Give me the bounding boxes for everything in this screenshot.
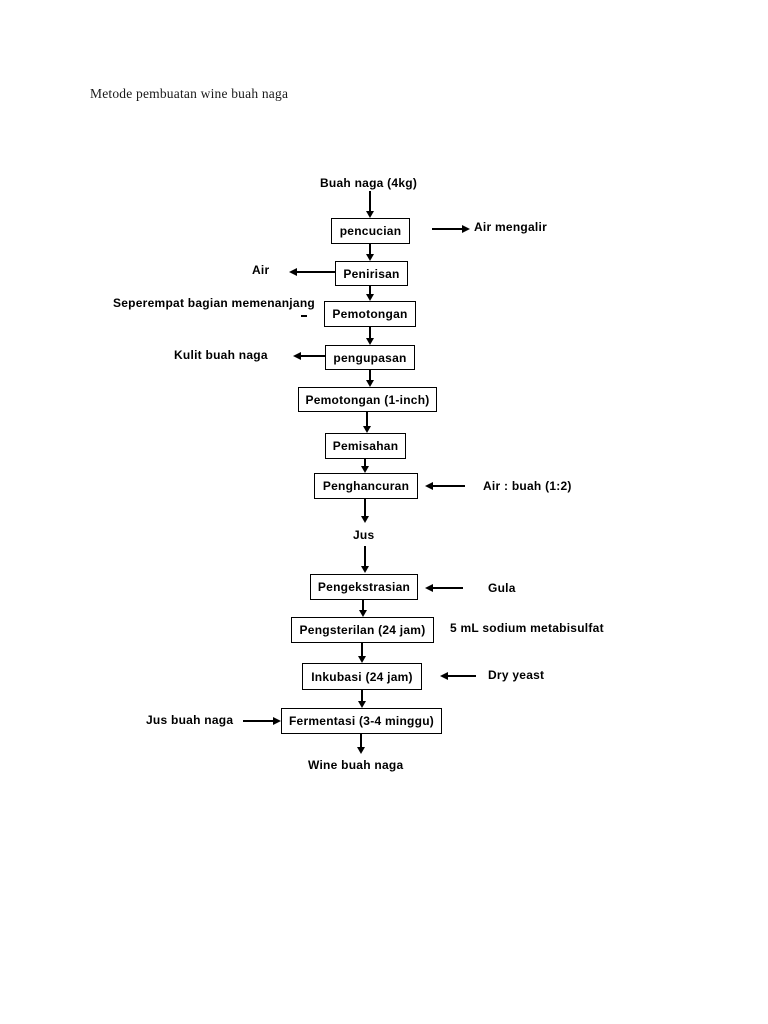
side-label-gula: Gula [488, 581, 516, 595]
side-label-dry-yeast: Dry yeast [488, 668, 545, 682]
stray-dash-mark [301, 315, 307, 317]
node-pengekstrasian[interactable]: Pengekstrasian [310, 574, 418, 600]
node-pencucian[interactable]: pencucian [331, 218, 410, 244]
node-pemotongan-1-inch[interactable]: Pemotongan (1-inch) [298, 387, 437, 412]
side-label-jus-buah-naga: Jus buah naga [146, 713, 234, 727]
flow-intermediate-label-jus: Jus [353, 528, 375, 542]
side-label-air-mengalir: Air mengalir [474, 220, 548, 234]
side-label-seperempat-bagian: Seperempat bagian memenanjang [113, 296, 315, 310]
flow-start-label: Buah naga (4kg) [320, 176, 418, 190]
side-label-sodium-metabisulfat: 5 mL sodium metabisulfat [450, 621, 604, 635]
node-pengupasan[interactable]: pengupasan [325, 345, 415, 370]
node-pengsterilan[interactable]: Pengsterilan (24 jam) [291, 617, 434, 643]
node-pemisahan[interactable]: Pemisahan [325, 433, 406, 459]
node-pemotongan[interactable]: Pemotongan [324, 301, 416, 327]
node-fermentasi[interactable]: Fermentasi (3-4 minggu) [281, 708, 442, 734]
node-penirisan[interactable]: Penirisan [335, 261, 408, 286]
side-label-air: Air [252, 263, 270, 277]
node-inkubasi[interactable]: Inkubasi (24 jam) [302, 663, 422, 690]
page-title: Metode pembuatan wine buah naga [90, 86, 289, 101]
node-penghancuran[interactable]: Penghancuran [314, 473, 418, 499]
side-label-kulit-buah-naga: Kulit buah naga [174, 348, 268, 362]
flow-end-label: Wine buah naga [308, 758, 404, 772]
side-label-air-buah-ratio: Air : buah (1:2) [483, 479, 572, 493]
